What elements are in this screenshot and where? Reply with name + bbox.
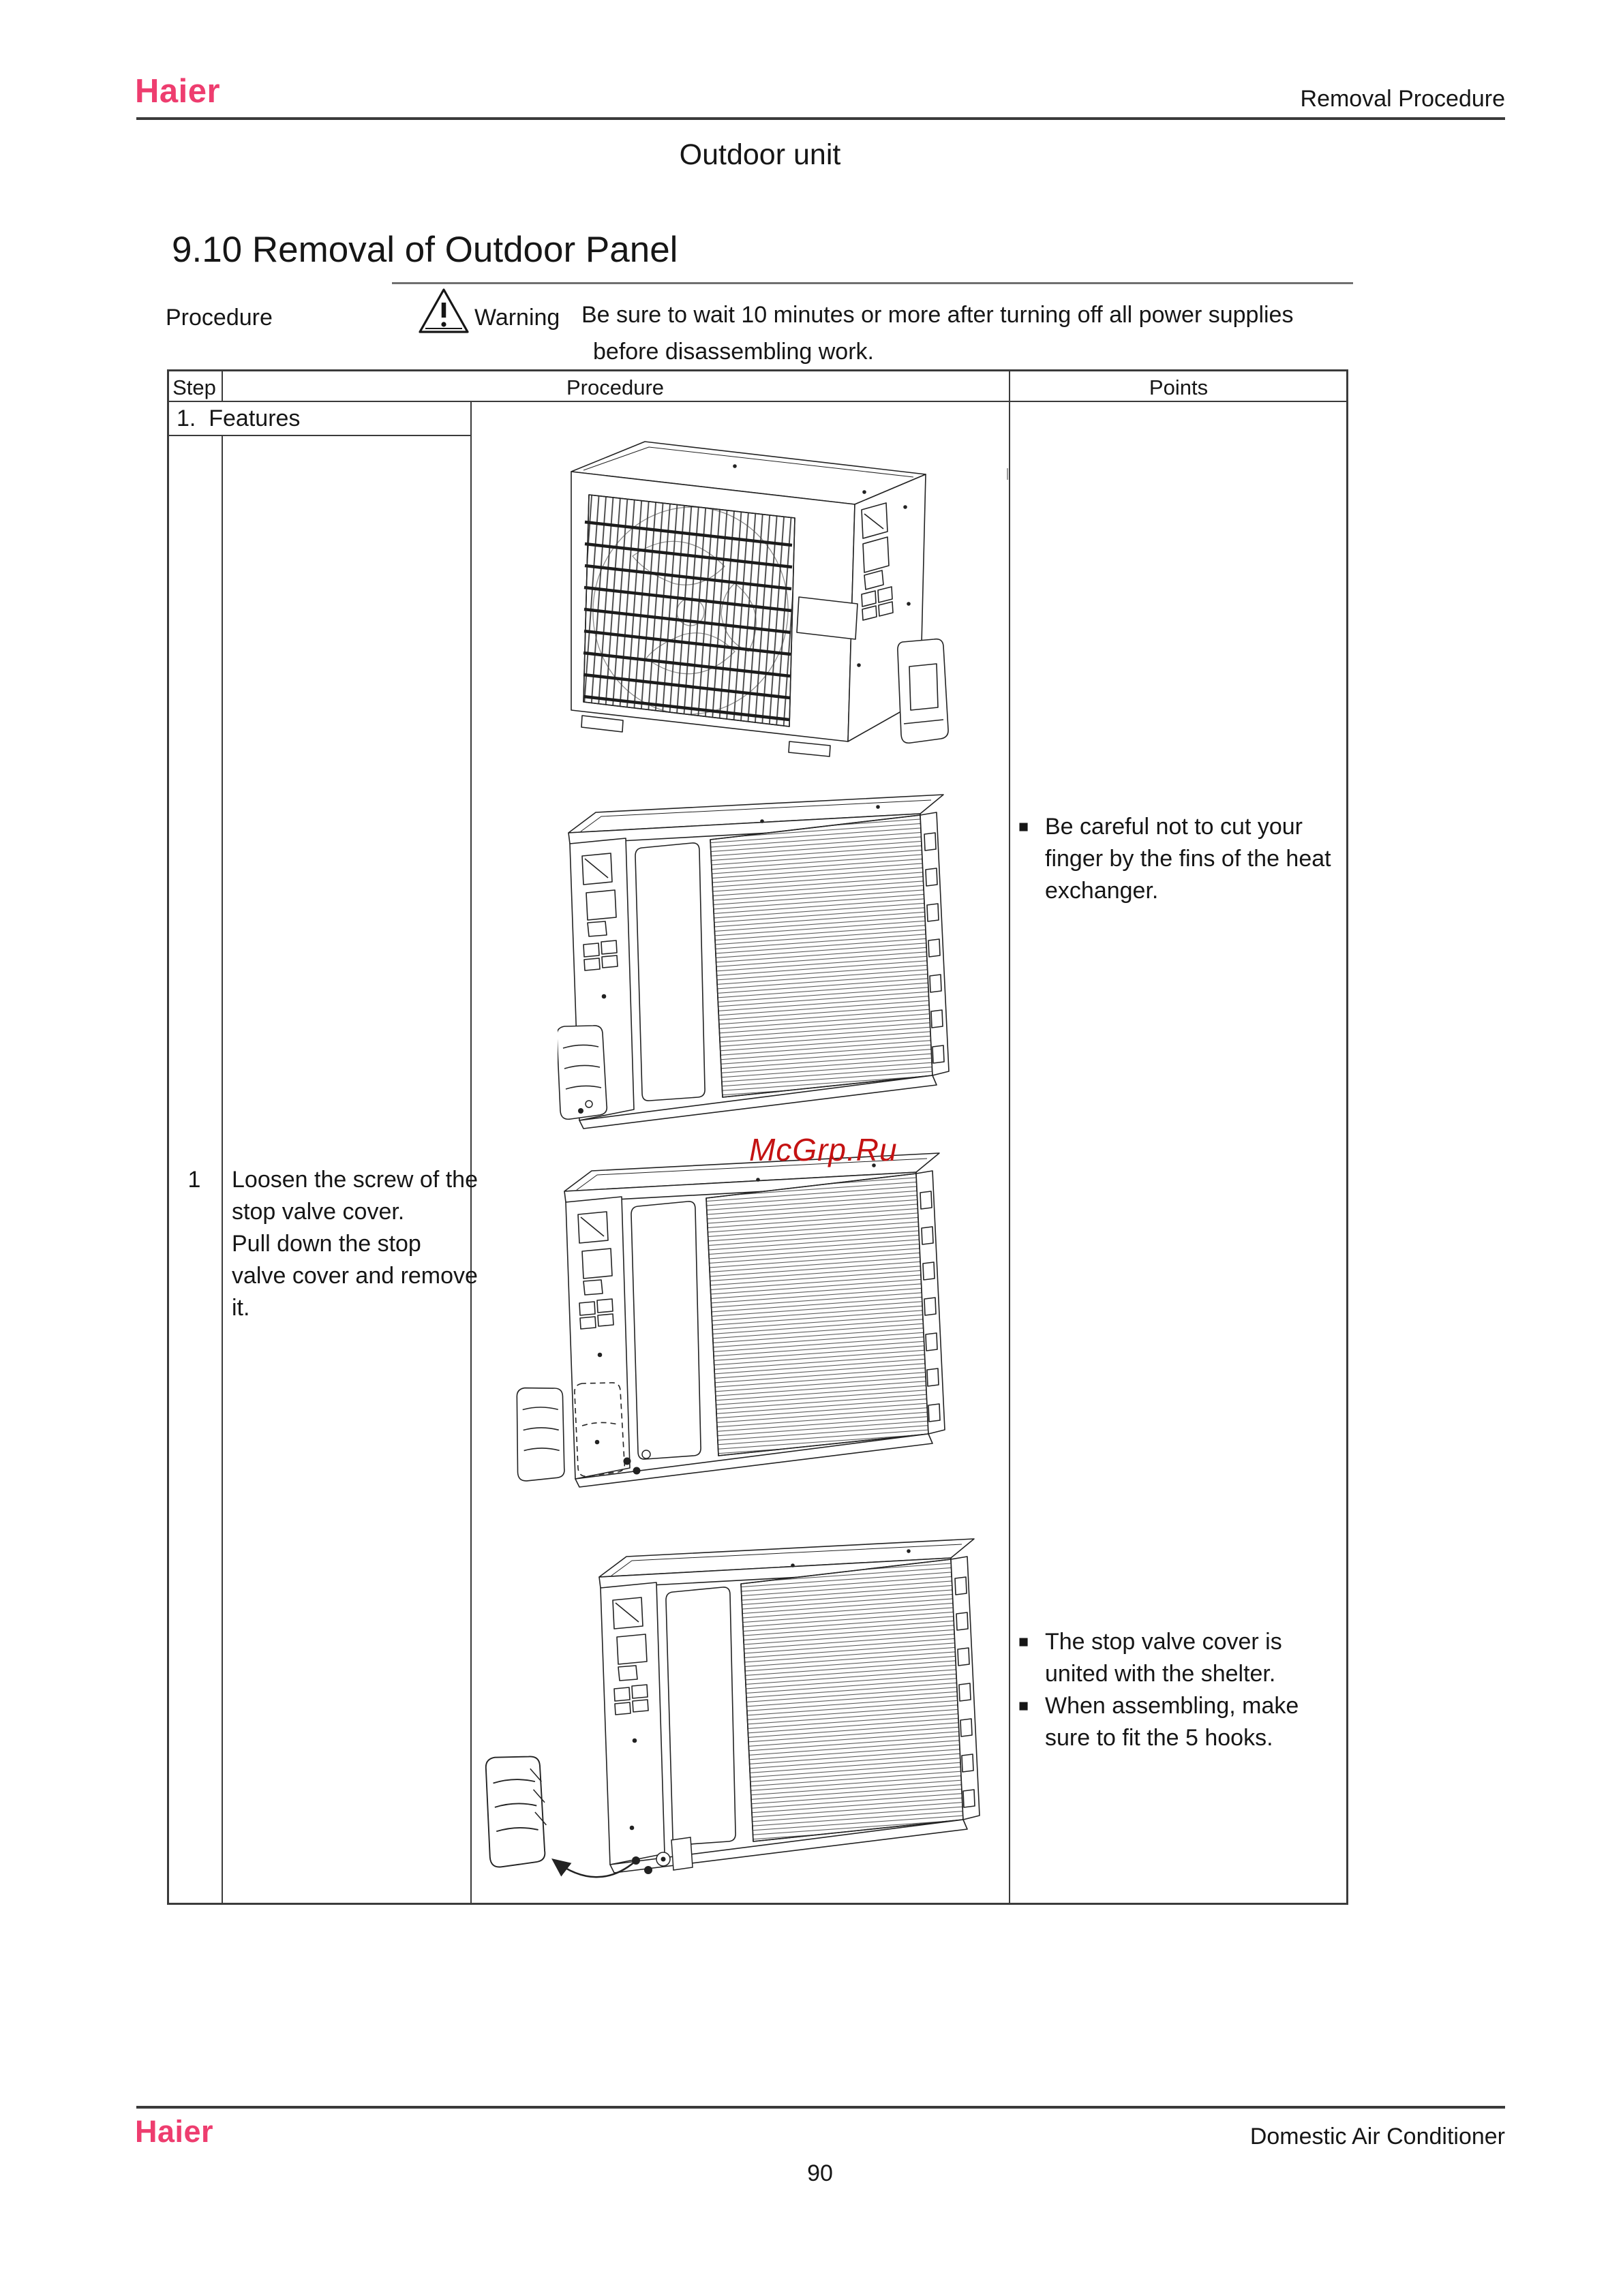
features-row-rule [167, 435, 472, 436]
outdoor-unit-rear-view-cover-pulled-down-diagram [513, 1152, 945, 1488]
outdoor-unit-rear-view-cover-attached-diagram [558, 794, 950, 1129]
bullet-icon: ■ [1018, 1696, 1029, 1715]
step-col-divider [222, 436, 223, 1905]
haier-logo-footer: Haier [135, 2114, 214, 2149]
procedure-table [167, 369, 1348, 1905]
outdoor-unit-front-view-diagram [571, 441, 949, 757]
footer-right-label: Domestic Air Conditioner [1249, 2124, 1505, 2149]
section-heading: 9.10 Removal of Outdoor Panel [172, 230, 678, 270]
bullet-icon: ■ [1018, 1632, 1029, 1651]
haier-logo: Haier [135, 73, 221, 110]
stray-mark [1007, 468, 1008, 480]
point-text: The stop valve cover is united with the … [1045, 1629, 1282, 1687]
procedure-step-text: Loosen the screw of the stop valve cover… [232, 1167, 479, 1321]
point-text: When assembling, make sure to fit the 5 … [1045, 1693, 1299, 1751]
procedure-label: Procedure [166, 305, 273, 331]
page-title: Outdoor unit [679, 138, 841, 171]
table-header-rule [167, 401, 1348, 402]
page-number: 90 [807, 2160, 833, 2186]
col-header-points: Points [1149, 376, 1209, 399]
bullet-icon: ■ [1018, 817, 1029, 836]
outdoor-unit-rear-view-cover-removed-diagram [485, 1538, 980, 1878]
warning-label: Warning [474, 305, 560, 331]
points-notes-2-3: ■ The stop valve cover is united with th… [1018, 1626, 1341, 1754]
point-text: Be careful not to cut your finger by the… [1045, 814, 1331, 904]
points-col-divider [1009, 369, 1010, 1905]
warning-text-line2: before disassembling work. [593, 339, 874, 365]
watermark: McGrp.Ru [749, 1132, 898, 1167]
header-section-label: Removal Procedure [1300, 86, 1505, 112]
image-col-divider [470, 402, 472, 1905]
section-rule [392, 282, 1353, 284]
step-col-divider-header [222, 369, 223, 401]
col-header-step: Step [172, 376, 216, 399]
features-row-label: 1. Features [177, 405, 301, 431]
warning-triangle-icon [419, 288, 469, 333]
header-rule [136, 117, 1505, 120]
step-number: 1 [187, 1167, 201, 1193]
col-header-procedure: Procedure [566, 376, 665, 399]
footer-rule [136, 2106, 1505, 2109]
points-note-1: ■ Be careful not to cut your finger by t… [1018, 811, 1341, 907]
warning-text-line1: Be sure to wait 10 minutes or more after… [581, 302, 1294, 328]
